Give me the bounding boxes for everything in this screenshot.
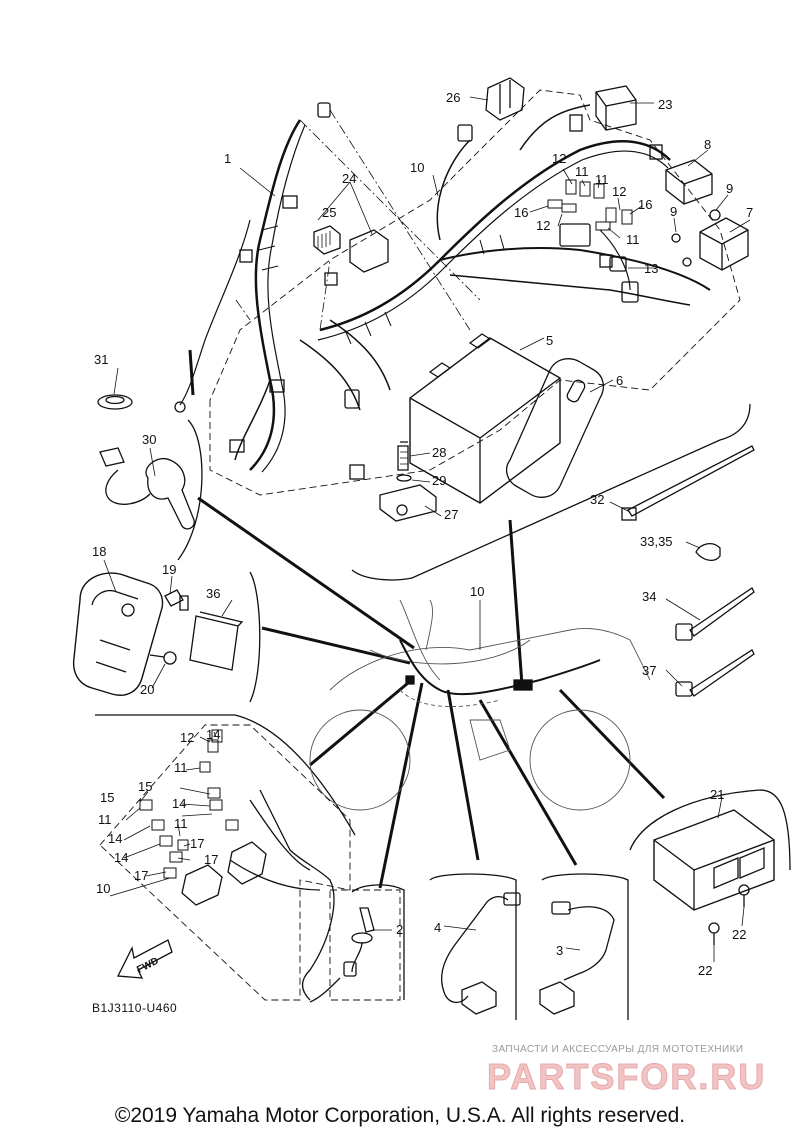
fwd-arrow-icon [116, 939, 173, 979]
leader-lines [103, 96, 751, 962]
part-label-33-35[interactable]: 33,35 [640, 534, 673, 549]
part-label-23[interactable]: 23 [658, 97, 672, 112]
sensor-location-marker [405, 675, 415, 685]
wire-harness-drawing [97, 77, 749, 530]
part-label-14a[interactable]: 14 [206, 727, 220, 742]
motorcycle-silhouette [309, 599, 651, 811]
part-label-12b[interactable]: 12 [612, 184, 626, 199]
part-label-34[interactable]: 34 [642, 589, 656, 604]
part-label-11c[interactable]: 11 [626, 232, 640, 247]
part-label-14c[interactable]: 14 [108, 831, 122, 846]
part-label-32[interactable]: 32 [590, 492, 604, 507]
harness-route-on-bike [399, 639, 601, 696]
part-label-12c[interactable]: 12 [536, 218, 550, 233]
part-label-17c[interactable]: 17 [134, 868, 148, 883]
fwd-label: FWD [135, 956, 160, 976]
part-label-17b[interactable]: 17 [204, 852, 218, 867]
part-label-12a[interactable]: 12 [552, 151, 566, 166]
part-label-22a[interactable]: 22 [732, 927, 746, 942]
part-label-28[interactable]: 28 [432, 445, 446, 460]
part-label-29[interactable]: 29 [432, 473, 446, 488]
part-label-10-top[interactable]: 10 [410, 160, 424, 175]
part-label-1[interactable]: 1 [224, 151, 231, 166]
part-label-24[interactable]: 24 [342, 171, 356, 186]
part-label-30[interactable]: 30 [142, 432, 156, 447]
part-label-37[interactable]: 37 [642, 663, 656, 678]
part-label-9a[interactable]: 9 [726, 181, 733, 196]
ecu-location-marker [513, 679, 533, 691]
part-label-25[interactable]: 25 [322, 205, 336, 220]
part-label-36[interactable]: 36 [206, 586, 220, 601]
copyright-notice: ©2019 Yamaha Motor Corporation, U.S.A. A… [114, 1104, 686, 1127]
part-label-14d[interactable]: 14 [114, 850, 128, 865]
part-label-27[interactable]: 27 [444, 507, 458, 522]
part-label-17a[interactable]: 17 [190, 836, 204, 851]
part-label-20[interactable]: 20 [140, 682, 154, 697]
cable-ties-drawing [621, 445, 755, 697]
part-label-19[interactable]: 19 [162, 562, 176, 577]
part-label-4[interactable]: 4 [434, 920, 441, 935]
part-label-9b[interactable]: 9 [670, 204, 677, 219]
part-label-31[interactable]: 31 [94, 352, 108, 367]
part-label-18[interactable]: 18 [92, 544, 106, 559]
part-label-5[interactable]: 5 [546, 333, 553, 348]
watermark-logo: PARTSFOR.RU [486, 1056, 767, 1098]
sensor-3-drawing [539, 901, 615, 1015]
part-label-2[interactable]: 2 [396, 922, 403, 937]
taillight-cover-drawing [72, 572, 244, 696]
ecu-21-drawing [653, 809, 775, 945]
detail-boundaries [95, 403, 791, 1020]
part-label-10-bottom[interactable]: 10 [96, 881, 110, 896]
part-number-labels: 1 2 3 4 5 6 7 8 9 9 10 10 10 11 11 11 11… [92, 90, 753, 978]
part-label-11d[interactable]: 11 [174, 760, 188, 775]
part-label-16b[interactable]: 16 [638, 197, 652, 212]
drawing-code: B1J3110-U460 [92, 1001, 178, 1015]
part-label-12d[interactable]: 12 [180, 730, 194, 745]
part-label-15a[interactable]: 15 [100, 790, 114, 805]
part-label-15b[interactable]: 15 [138, 779, 152, 794]
part-label-3[interactable]: 3 [556, 943, 563, 958]
part-label-21[interactable]: 21 [710, 787, 724, 802]
sensor-4-drawing [440, 892, 521, 1015]
watermark-tagline: ЗАПЧАСТИ И АКСЕССУАРЫ ДЛЯ МОТОТЕХНИКИ [492, 1044, 744, 1055]
part-label-10-center[interactable]: 10 [470, 584, 484, 599]
part-label-7[interactable]: 7 [746, 205, 753, 220]
part-label-11b[interactable]: 11 [595, 172, 609, 187]
part-label-11a[interactable]: 11 [575, 164, 589, 179]
part-label-16a[interactable]: 16 [514, 205, 528, 220]
part-label-11e[interactable]: 11 [174, 816, 188, 831]
part-label-8[interactable]: 8 [704, 137, 711, 152]
part-label-14b[interactable]: 14 [172, 796, 186, 811]
part-label-26[interactable]: 26 [446, 90, 460, 105]
part-label-13[interactable]: 13 [644, 261, 658, 276]
fuse-and-lower-harness-drawing [99, 724, 351, 1001]
part-label-22b[interactable]: 22 [698, 963, 712, 978]
part-label-11f[interactable]: 11 [98, 812, 112, 827]
part-label-6[interactable]: 6 [616, 373, 623, 388]
